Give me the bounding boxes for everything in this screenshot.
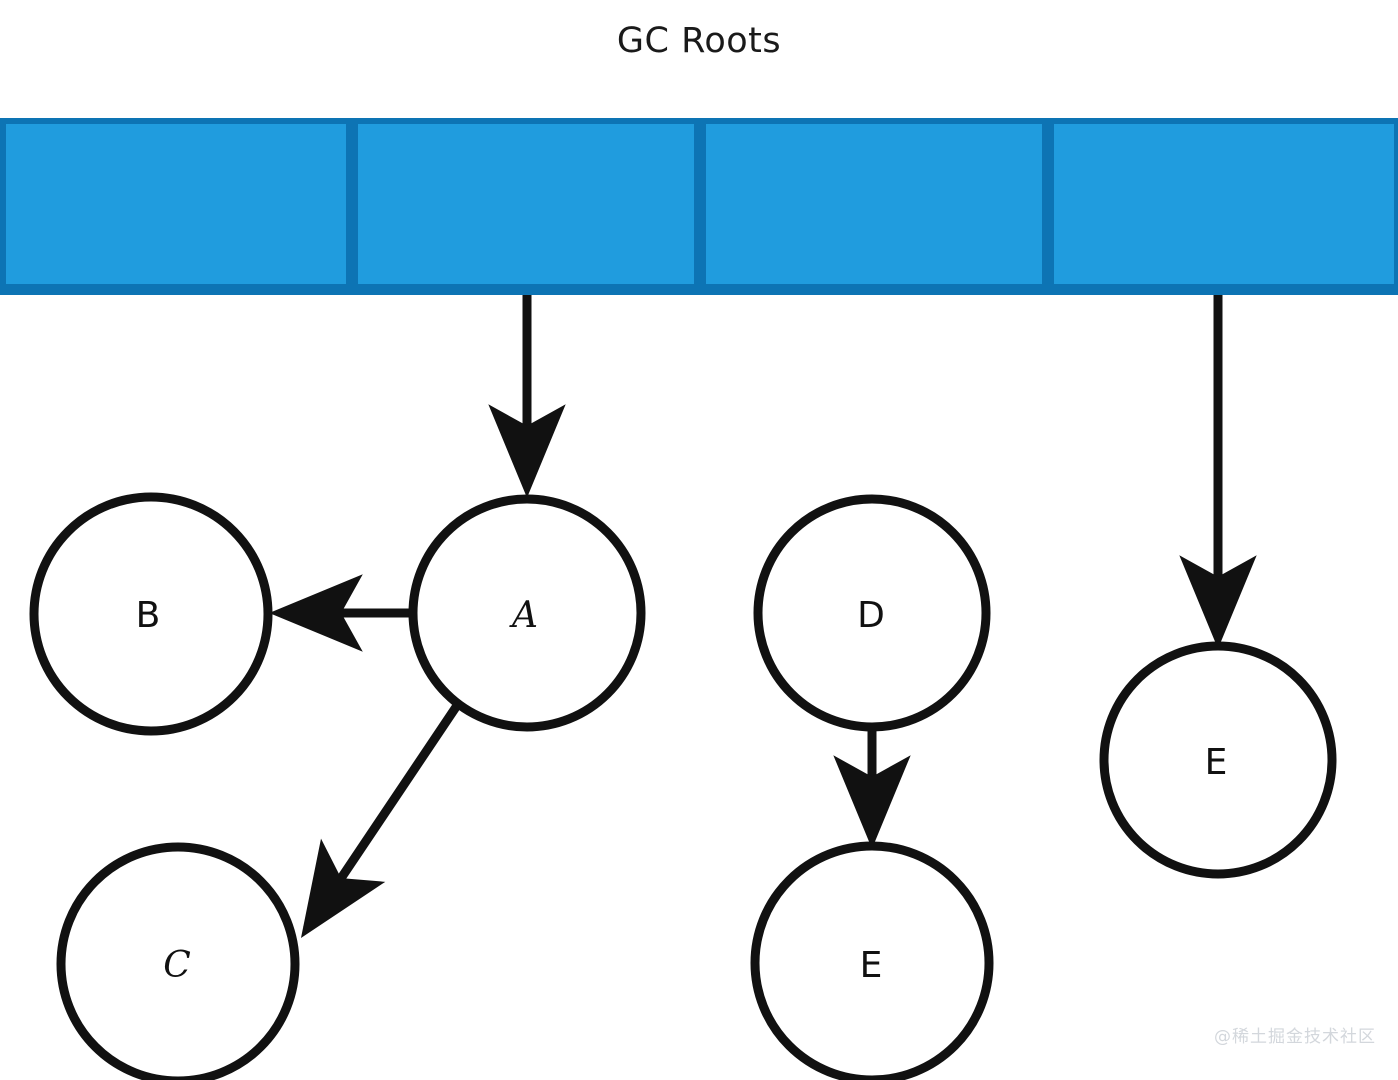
root-cell-2[interactable]	[358, 124, 694, 284]
node-a[interactable]: A	[408, 494, 646, 732]
node-layer: B A D E C	[29, 492, 1337, 1080]
node-a-label: A	[509, 595, 538, 636]
node-e-bottom-label: E	[860, 945, 883, 986]
edge-a-to-c	[300, 704, 460, 938]
node-d-circle[interactable]	[753, 494, 991, 732]
node-c[interactable]: C	[56, 842, 300, 1080]
root-cell-4[interactable]	[1054, 124, 1394, 284]
node-e-bottom-circle[interactable]	[750, 841, 994, 1080]
node-e-right[interactable]: E	[1099, 641, 1337, 879]
node-a-circle[interactable]	[408, 494, 646, 732]
node-d-label: D	[857, 595, 885, 636]
watermark: @稀土掘金技术社区	[1214, 1027, 1376, 1047]
node-b-circle[interactable]	[29, 492, 273, 736]
node-c-circle[interactable]	[56, 842, 300, 1080]
node-b-label: B	[136, 595, 161, 636]
node-b[interactable]: B	[29, 492, 273, 736]
node-e-right-circle[interactable]	[1099, 641, 1337, 879]
page-title: GC Roots	[617, 21, 781, 61]
edge-layer	[269, 295, 1257, 938]
root-cell-3[interactable]	[706, 124, 1042, 284]
node-c-label: C	[163, 945, 191, 986]
gc-roots-bar	[0, 118, 1398, 295]
node-d[interactable]: D	[753, 494, 991, 732]
root-cell-1[interactable]	[6, 124, 346, 284]
node-e-bottom[interactable]: E	[750, 841, 994, 1080]
node-e-right-label: E	[1205, 742, 1228, 783]
